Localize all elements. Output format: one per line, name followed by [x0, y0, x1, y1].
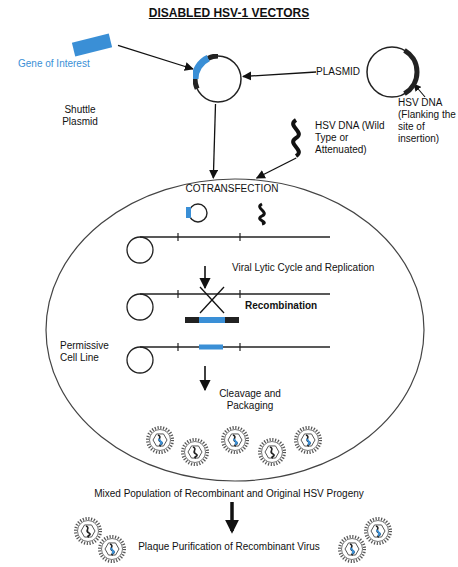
step-label: Viral Lytic Cycle and Replication	[232, 262, 374, 274]
insert-segment	[199, 345, 223, 350]
virus-particle	[296, 428, 321, 453]
plasmid-ring	[367, 47, 417, 97]
genome-tick	[239, 233, 240, 241]
dna-drawing	[283, 118, 309, 158]
gene-block	[72, 34, 112, 57]
shuttle-plasmid: Shuttle Plasmid	[193, 54, 243, 104]
gene-insert: Gene of Interest	[18, 32, 118, 70]
shuttle-drawing	[193, 54, 243, 104]
virus-particle	[260, 440, 285, 465]
node-label: Shuttle Plasmid	[53, 104, 107, 128]
result-label: Plaque Purification of Recombinant Virus	[0, 541, 458, 553]
virus-particle	[223, 428, 248, 453]
genome-tick	[239, 290, 240, 298]
cell-ellipse: Permissive Cell Line	[45, 178, 425, 482]
virus-particle	[148, 428, 173, 453]
genome-line	[140, 346, 330, 347]
cell-outline	[45, 178, 425, 482]
flank-segment	[225, 317, 239, 323]
small-plasmid	[189, 204, 207, 222]
flanking-dna-arc	[195, 79, 197, 89]
virus-particle	[183, 440, 208, 465]
node-label: Permissive Cell Line	[60, 340, 120, 364]
flow-arrow	[243, 72, 316, 77]
small-hsv-dna	[260, 204, 265, 224]
flow-arrow	[213, 104, 215, 178]
virus-particle	[76, 519, 101, 544]
step-arrow	[204, 366, 206, 390]
step-arrow	[204, 266, 206, 288]
insert-segment	[199, 317, 225, 323]
plasmid-drawing	[364, 44, 420, 100]
genome-tick	[239, 343, 240, 351]
small-insert	[186, 207, 191, 218]
node-label: PLASMID	[316, 66, 360, 78]
genome-loop	[127, 347, 153, 373]
flanking-dna-arc	[405, 50, 418, 93]
callout-label: HSV DNA (Flanking the site of insertion)	[398, 97, 456, 145]
step-label: Cleavage and Packaging	[212, 388, 288, 412]
step-label: Recombination	[245, 300, 317, 312]
genome-tick	[177, 290, 178, 298]
genome-tick	[177, 233, 178, 241]
cell-membrane	[46, 179, 424, 481]
diagram-title: DISABLED HSV-1 VECTORS	[0, 6, 458, 20]
flow-arrow	[257, 158, 297, 178]
purification-arrow	[230, 502, 234, 531]
virus-particle	[100, 537, 125, 562]
flow-arrow	[118, 45, 193, 69]
node-label: Gene of Interest	[18, 58, 118, 70]
hsv-dna: HSV DNA (Wild Type or Attenuated)	[283, 118, 393, 158]
step-label: COTRANSFECTION	[172, 183, 292, 195]
plasmid-ring	[195, 56, 241, 102]
node-label: HSV DNA (Wild Type or Attenuated)	[315, 120, 393, 156]
insert-arc	[195, 58, 208, 79]
genome-tick	[177, 343, 178, 351]
genome-line	[140, 236, 330, 237]
flanking-dna-arc	[208, 56, 218, 58]
virus-particle	[366, 519, 391, 544]
dna-strand	[293, 120, 299, 156]
genome-loop	[127, 237, 153, 263]
virus-particle	[340, 537, 365, 562]
result-label: Mixed Population of Recombinant and Orig…	[0, 488, 458, 500]
flank-segment	[185, 317, 199, 323]
genome-line	[140, 293, 330, 294]
plasmid-circle: PLASMID	[316, 44, 420, 100]
crossover	[200, 287, 224, 313]
crossover	[200, 287, 224, 313]
genome-loop	[127, 294, 153, 320]
